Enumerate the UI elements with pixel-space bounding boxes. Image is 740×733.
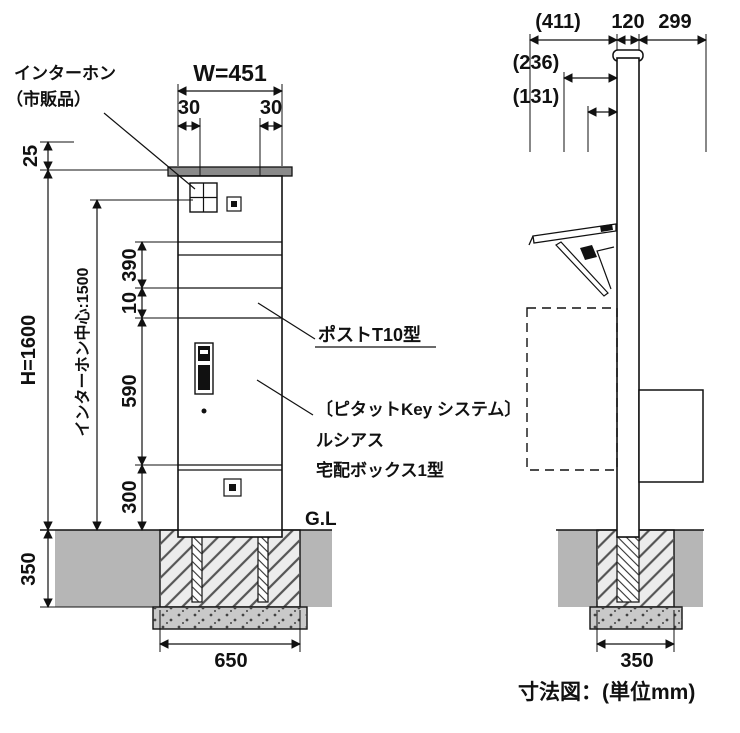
lock-unit [194,342,214,414]
front-foundation-hatch [160,530,300,607]
dim-120-label: 120 [611,11,644,33]
dim-390-label: 390 [119,248,141,281]
dim-350-left-label: 350 [18,552,40,585]
dim-h-label: H=1600 [18,315,40,386]
dim-30-left-label: 30 [178,97,200,119]
post-model-label: ポストT10型 [318,324,421,345]
brand-label: ルシアス [316,431,384,450]
dim-131-label: (131) [513,86,560,108]
cabinet-dividers [178,241,282,471]
lid-hinge-bracket [596,246,615,290]
side-wall-box [638,389,704,483]
side-dashed-box [526,307,618,471]
box-model-label: 宅配ボックス1型 [316,460,444,480]
dim-25-label: 25 [20,145,42,167]
intercom-leader-line [103,112,196,190]
cabinet-top-cap [167,166,293,177]
side-dim-lines [529,35,707,117]
dim-236-label: (236) [513,52,560,74]
dim-299-label: 299 [658,11,691,33]
front-view: W=451 30 30 25 H=1600 350 インターホン中心:150 [6,60,521,672]
box-leader-line [256,379,314,416]
dim-300-label: 300 [119,480,141,513]
door-knob [201,408,207,414]
front-cabinet-outline [177,175,283,538]
intercom-label-line1: インターホン [14,64,116,83]
ground-line-label: G.L [305,509,337,530]
intercom-unit [189,182,218,213]
post-leader-line [257,302,316,340]
upper-emblem [226,196,242,212]
dim-650-label: 650 [214,650,247,672]
key-system-label: 〔ピタットKey システム〕 [316,399,521,419]
side-post [616,57,640,538]
dim-350-right-label: 350 [620,650,653,672]
side-view: (411) 120 299 (236) (131) 350 [513,11,707,672]
dim-w-label: W=451 [193,60,267,86]
dim-590-label: 590 [119,374,141,407]
lid-stopper [600,224,613,232]
side-open-lid [528,223,617,297]
front-left-dim-lines [43,141,147,608]
intercom-label-line2: （市販品） [6,89,91,109]
dim-10-label: 10 [119,292,141,314]
dim-intercom-center-label: インターホン中心:1500 [73,267,92,436]
lid-support-strut [555,241,609,297]
dim-30-right-label: 30 [260,97,282,119]
drawing-note: 寸法図：(単位mm) [518,680,695,704]
dim-411-label: (411) [535,11,581,33]
lid-latch [580,245,597,260]
lower-emblem [223,478,242,497]
